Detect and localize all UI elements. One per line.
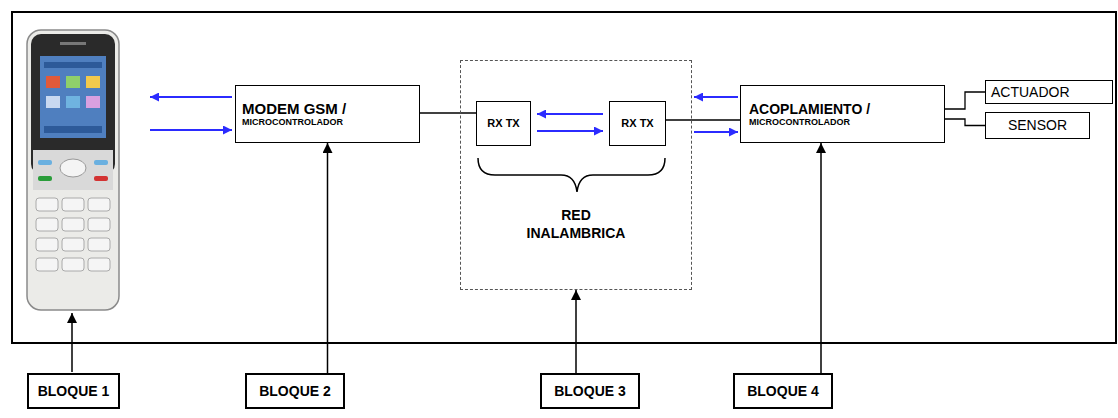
connector-line bbox=[666, 119, 740, 121]
box-label: BLOQUE 3 bbox=[554, 383, 626, 399]
box-label: RED INALAMBRICA bbox=[516, 206, 636, 242]
connector-line bbox=[327, 143, 329, 373]
signal-arrow bbox=[150, 129, 232, 131]
connector-line bbox=[575, 290, 577, 373]
connector-line bbox=[420, 112, 476, 114]
box-label: ACTUADOR bbox=[991, 84, 1070, 100]
signal-arrow bbox=[537, 113, 603, 115]
device-box: ACTUADOR bbox=[985, 80, 1113, 104]
box-label: ACOPLAMIENTO / bbox=[749, 101, 870, 117]
outer-frame bbox=[12, 12, 1116, 343]
process-box: MODEM GSM /MICROCONTROLADOR bbox=[235, 85, 420, 143]
block-label: BLOQUE 4 bbox=[733, 373, 833, 409]
box-label: BLOQUE 1 bbox=[38, 383, 110, 399]
signal-arrow bbox=[694, 131, 738, 133]
box-label: SENSOR bbox=[1008, 117, 1067, 133]
box-label: MODEM GSM / bbox=[242, 100, 346, 117]
connector-line bbox=[820, 143, 822, 373]
block-label: BLOQUE 2 bbox=[245, 373, 345, 409]
box-label: RX TX bbox=[487, 117, 519, 130]
radio-box: RX TX bbox=[609, 101, 666, 146]
signal-arrow bbox=[150, 96, 232, 98]
device-box: SENSOR bbox=[985, 112, 1090, 139]
signal-arrow bbox=[694, 96, 738, 98]
block-label: BLOQUE 3 bbox=[540, 373, 640, 409]
signal-arrow bbox=[537, 130, 603, 132]
box-label: BLOQUE 4 bbox=[747, 383, 819, 399]
box-label: MICROCONTROLADOR bbox=[242, 117, 343, 127]
radio-box: RX TX bbox=[476, 101, 531, 146]
brace bbox=[478, 158, 665, 192]
block-label: BLOQUE 1 bbox=[27, 373, 120, 409]
pointer-arrow bbox=[71, 313, 73, 372]
connector-line bbox=[945, 92, 985, 109]
box-label: BLOQUE 2 bbox=[259, 383, 331, 399]
network-region: RED INALAMBRICA RX TX RX TX bbox=[460, 60, 692, 290]
box-label: MICROCONTROLADOR bbox=[749, 117, 850, 127]
process-box: ACOPLAMIENTO /MICROCONTROLADOR bbox=[740, 85, 945, 143]
phone-illustration bbox=[27, 30, 119, 310]
box-label: RX TX bbox=[621, 117, 653, 130]
connector-line bbox=[945, 119, 985, 126]
